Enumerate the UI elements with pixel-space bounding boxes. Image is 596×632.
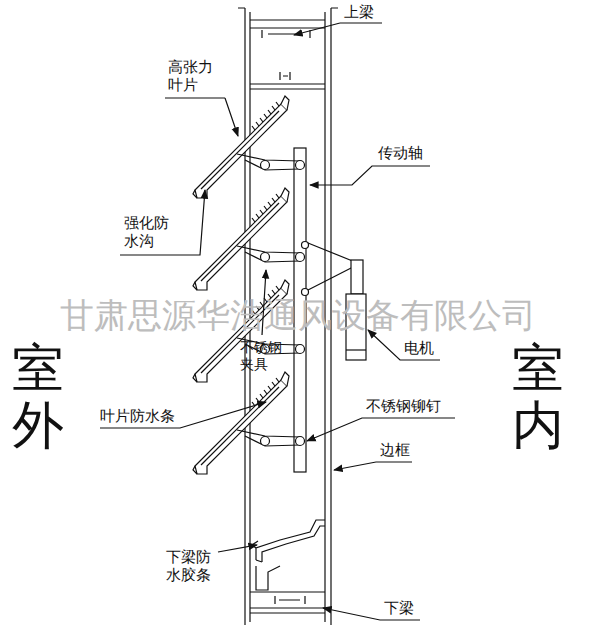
motor-label: 电机 bbox=[404, 339, 434, 357]
beam-label: 上梁 bbox=[344, 3, 374, 21]
seal-label: 下梁防 水胶条 bbox=[166, 548, 216, 584]
watermark: 甘肃思源华浩通风设备有限公司 bbox=[60, 298, 536, 332]
beam-label: 下梁 bbox=[384, 599, 414, 617]
rivet-label: 不锈钢铆钉 bbox=[366, 397, 441, 415]
strip-label: 叶片防水条 bbox=[100, 407, 175, 425]
side-label: 室内 bbox=[512, 340, 564, 454]
shaft-label: 传动轴 bbox=[378, 144, 423, 162]
blade-label: 高张力 叶片 bbox=[168, 58, 218, 94]
clamp-label: 不锈钢 夹具 bbox=[240, 339, 286, 373]
frame-label: 边框 bbox=[380, 441, 410, 459]
side-label: 室外 bbox=[12, 340, 64, 454]
groove-label: 强化防 水沟 bbox=[124, 214, 174, 250]
